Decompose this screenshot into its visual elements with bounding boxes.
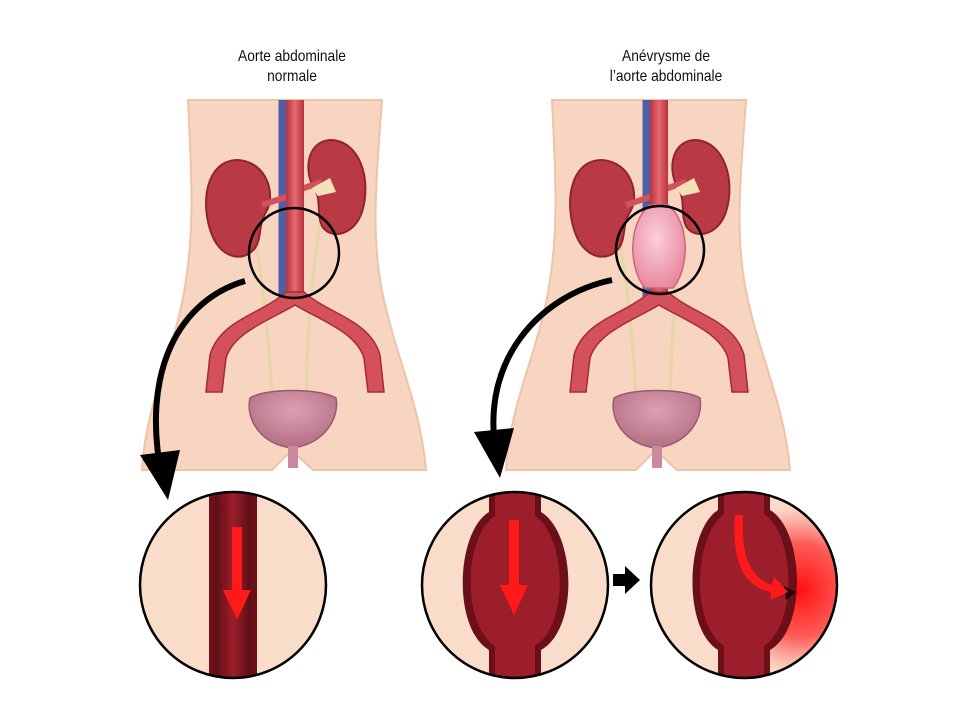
aneurysm-caption-line2: l’aorte abdominale (609, 68, 723, 85)
ureter-right (668, 204, 690, 396)
iliac-arteries (205, 291, 385, 393)
normal-caption-line1: Aorte abdominale (238, 48, 346, 65)
aneurysm-bulge (632, 204, 686, 289)
detail-aneurysm-vessel (420, 490, 610, 680)
flow-arrow-icon (734, 515, 788, 600)
kidney-right (307, 138, 367, 235)
bladder (248, 389, 338, 449)
flow-arrow-icon (223, 527, 251, 620)
zoom-circle-normal (247, 206, 341, 300)
zoom-circle-aneurysm (614, 204, 706, 296)
urethra (288, 446, 298, 468)
normal-torso (140, 99, 428, 500)
normal-aorta-caption: Aorte abdominale normale (189, 47, 395, 87)
zoom-arrow-icon (490, 277, 613, 453)
abdominal-aorta (286, 100, 304, 300)
adrenal-right (676, 178, 700, 196)
vessel-lumen (700, 492, 789, 678)
adrenal-right (312, 178, 336, 196)
aneurysm-caption-line1: Anévrysme de (622, 48, 710, 65)
bladder (612, 389, 702, 449)
aneurysm-caption: Anévrysme de l’aorte abdominale (563, 47, 769, 87)
zoom-arrow-head (474, 428, 514, 478)
detail-normal-vessel (138, 490, 328, 680)
flow-arrow-icon (500, 520, 528, 615)
ureter-right (304, 204, 326, 396)
iliac-arteries (569, 291, 749, 393)
zoom-arrow-icon (152, 278, 246, 479)
zoom-arrow-head (140, 450, 180, 500)
urethra (652, 446, 662, 468)
kidney-left (569, 158, 636, 258)
aneurysm-torso (474, 99, 792, 478)
detail-ruptured-aneurysm (649, 490, 839, 680)
normal-caption-line2: normale (267, 68, 317, 85)
progression-arrow-icon (613, 566, 640, 594)
rupture-tear (784, 586, 796, 600)
kidney-right (671, 138, 731, 235)
